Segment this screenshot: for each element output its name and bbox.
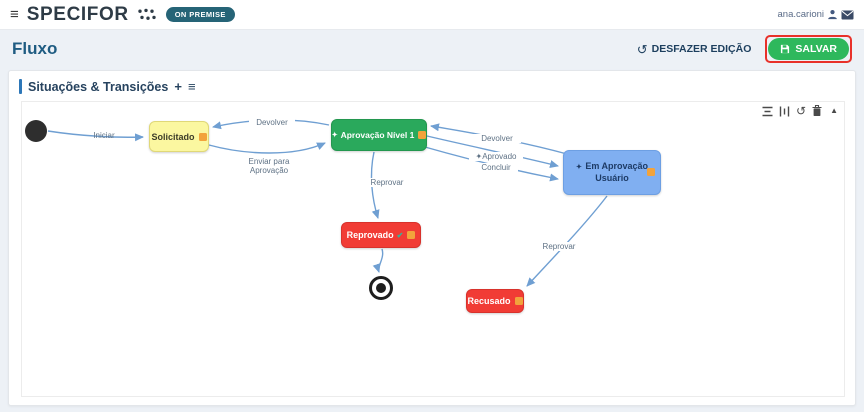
state-node-em-aprovacao-usuario[interactable]: ✦ Em Aprovação Usuário <box>563 150 661 195</box>
hamburger-menu-icon[interactable]: ≡ <box>10 6 19 23</box>
top-bar: ≡ SPECIFOR ON PREMISE ana.carioni <box>0 0 864 30</box>
user-menu[interactable]: ana.carioni <box>778 9 854 20</box>
username: ana.carioni <box>777 9 824 20</box>
edge-label-concluir[interactable]: Concluir <box>474 163 518 173</box>
final-state-node[interactable] <box>369 276 393 300</box>
undo-edit-button[interactable]: ↺ DESFAZER EDIÇÃO <box>637 43 752 56</box>
logo-dots-icon <box>138 8 156 20</box>
save-label: SALVAR <box>795 43 837 55</box>
save-icon <box>781 44 790 54</box>
diamond-icon: ✦ <box>331 132 338 139</box>
user-icon[interactable] <box>827 9 838 20</box>
mail-icon[interactable] <box>841 10 854 20</box>
canvas-toolbar: ↺ ▲ <box>762 105 838 117</box>
edge-label-iniciar[interactable]: Iniciar <box>93 131 115 140</box>
orange-badge-icon <box>418 131 427 139</box>
list-options-icon[interactable]: ≡ <box>187 79 196 94</box>
section-title: Situações & Transições <box>28 79 169 94</box>
node-label-line2: Usuário <box>595 172 629 183</box>
save-highlight-annotation: SALVAR <box>765 35 852 63</box>
edge-finalizar[interactable] <box>372 248 384 273</box>
undo-icon: ↺ <box>636 41 648 57</box>
save-button[interactable]: SALVAR <box>768 38 849 60</box>
action-bar: Fluxo ↺ DESFAZER EDIÇÃO SALVAR <box>0 30 864 68</box>
orange-badge-icon <box>198 132 207 141</box>
section-header: Situações & Transições + ≡ <box>19 79 196 94</box>
edge-label-reprovar-nivel1[interactable]: Reprovar <box>363 178 411 188</box>
edge-enviar-para-aprovacao[interactable] <box>208 142 326 154</box>
state-node-aprovacao-nivel-1[interactable]: ✦ Aprovação Nível 1 <box>331 119 427 151</box>
distribute-horizontal-icon[interactable] <box>779 106 790 117</box>
diamond-icon: ✦ <box>575 163 582 171</box>
delete-icon[interactable] <box>812 105 822 117</box>
section-accent-bar <box>19 79 22 94</box>
page-title: Fluxo <box>12 39 58 58</box>
app-logo: SPECIFOR <box>26 3 129 25</box>
edge-label-aprovado[interactable]: ✦Aprovado <box>469 152 523 162</box>
node-label: Recusado <box>467 296 511 306</box>
edge-aprovado[interactable] <box>426 135 559 168</box>
transition-edges <box>47 119 608 287</box>
state-node-reprovado[interactable]: Reprovado ✔ <box>341 222 421 248</box>
initial-state-node[interactable] <box>25 120 47 142</box>
edge-label-reprovar-usuario[interactable]: Reprovar <box>535 242 583 252</box>
check-icon: ✔ <box>396 230 404 240</box>
orange-badge-icon <box>407 231 416 239</box>
node-label-line1: ✦ Em Aprovação <box>576 161 648 173</box>
content-card: Situações & Transições + ≡ ↺ ▲ <box>8 70 856 406</box>
on-premise-badge: ON PREMISE <box>165 7 235 22</box>
state-node-solicitado[interactable]: Solicitado <box>149 121 209 152</box>
reset-layout-icon[interactable]: ↺ <box>796 104 807 118</box>
node-label: Aprovação Nível 1 <box>340 130 415 140</box>
undo-edit-label: DESFAZER EDIÇÃO <box>651 43 752 55</box>
distribute-vertical-icon[interactable] <box>762 106 773 117</box>
edge-label-devolver-solicitado[interactable]: Devolver <box>249 118 295 128</box>
edge-label-devolver-aprovacao[interactable]: Devolver <box>473 134 521 144</box>
final-state-dot <box>376 283 386 293</box>
node-label: Em Aprovação <box>585 160 649 171</box>
edge-reprovar-usuario[interactable] <box>526 195 608 287</box>
add-situation-icon[interactable]: + <box>174 79 182 94</box>
orange-badge-icon <box>647 168 655 176</box>
orange-badge-icon <box>514 297 523 305</box>
node-label: Solicitado <box>151 131 195 142</box>
flow-canvas[interactable]: ↺ ▲ <box>21 101 845 397</box>
edge-iniciar[interactable] <box>47 130 144 142</box>
node-label: Reprovado <box>346 230 394 240</box>
state-node-recusado[interactable]: Recusado <box>466 289 524 313</box>
collapse-icon[interactable]: ▲ <box>830 106 838 115</box>
edge-label-enviar-para-aprovacao[interactable]: Enviar para Aprovação <box>243 157 295 176</box>
